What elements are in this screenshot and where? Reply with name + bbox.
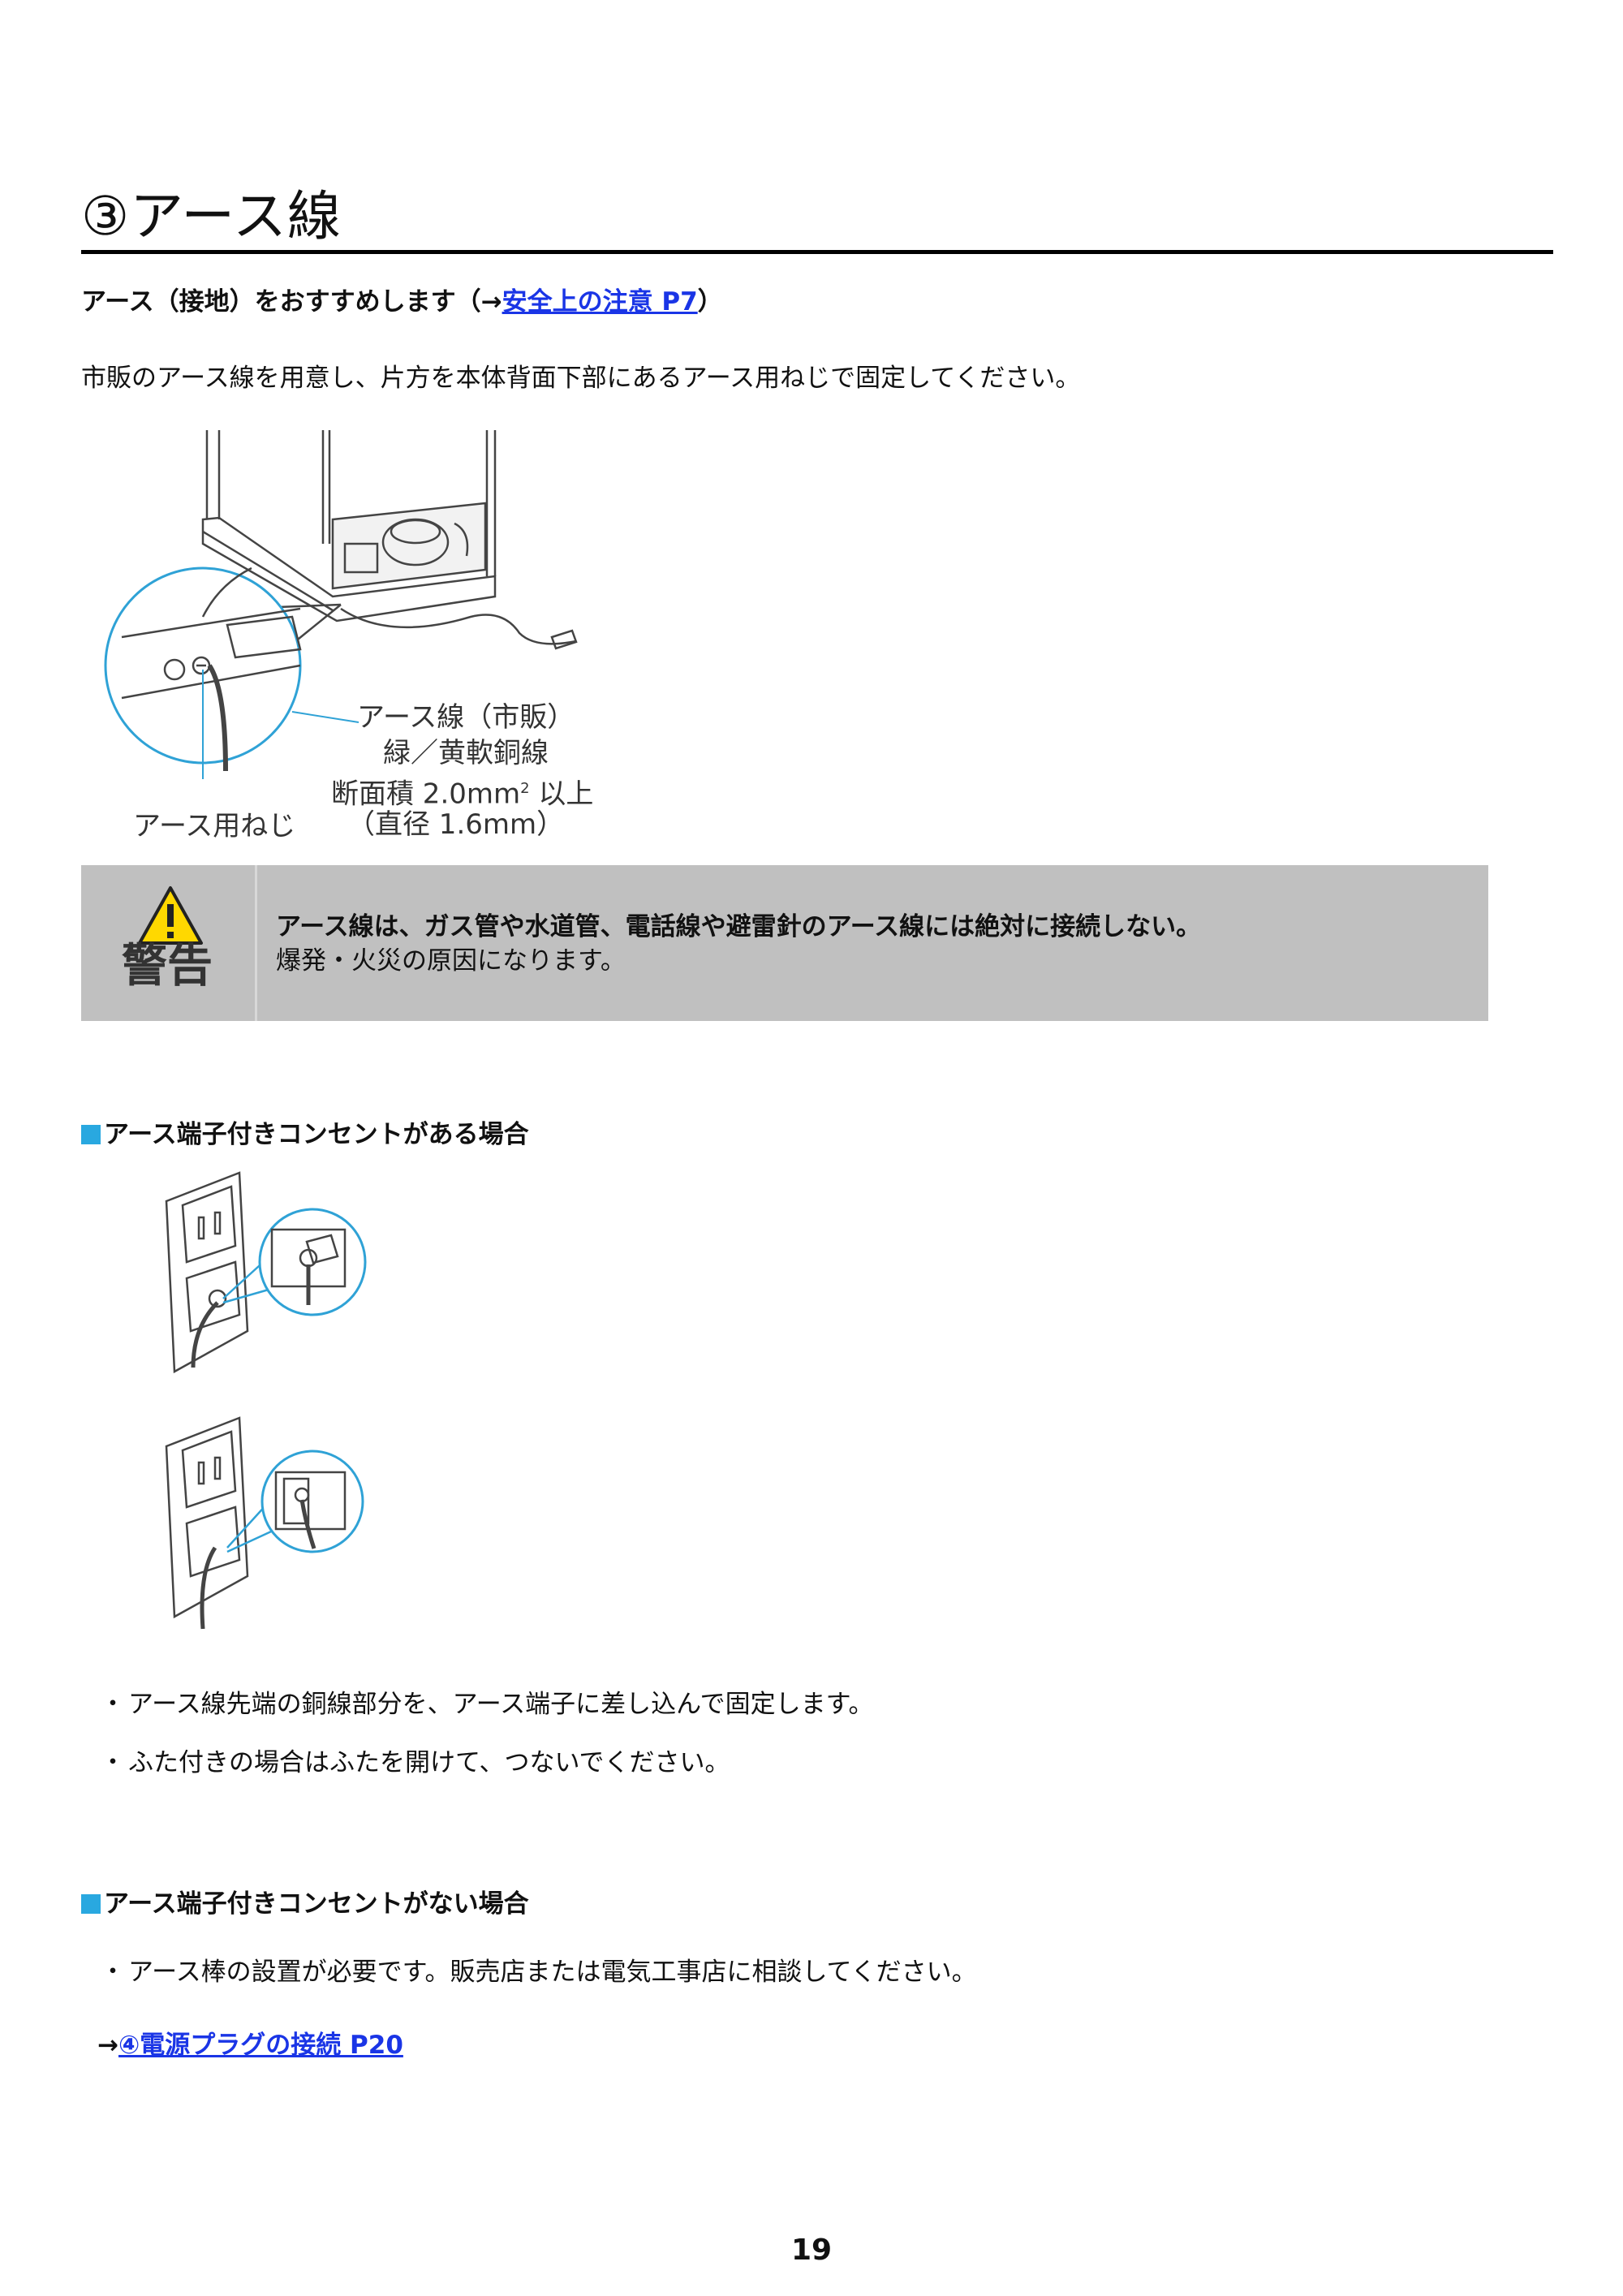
- warning-main-text: アース線は、ガス管や水道管、電話線や避雷針のアース線には絶対に接続しない。: [276, 912, 1202, 941]
- power-plug-link-row: →④電源プラグの接続 P20: [97, 2026, 403, 2065]
- lead-text: アース（接地）をおすすめします（→安全上の注意 P7）: [81, 282, 723, 321]
- warning-divider: [255, 865, 257, 1021]
- diameter-label: （直径 1.6mm）: [347, 808, 565, 841]
- intro-text: 市販のアース線を用意し、片方を本体背面下部にあるアース用ねじで固定してください。: [81, 364, 1081, 393]
- section-square-icon: [81, 1125, 101, 1144]
- outlet-with-cover-terminal-illustration: [165, 1416, 364, 1630]
- list-item: ・ふた付きの場合はふたを開けて、つないでください。: [100, 1748, 730, 1777]
- warning-word: 警告: [122, 940, 213, 993]
- section-square-icon: [81, 1894, 101, 1914]
- page-title: ③アース線: [81, 185, 342, 248]
- lead-suffix: ）: [697, 287, 723, 317]
- wire-type-label: 緑／黄軟銅線: [383, 737, 549, 769]
- earth-screw-label: アース用ねじ: [133, 810, 296, 842]
- warning-triangle-icon: [138, 886, 203, 945]
- safety-precautions-link[interactable]: 安全上の注意 P7: [502, 287, 698, 317]
- title-underline: [81, 250, 1553, 254]
- list-item: ・アース線先端の銅線部分を、アース端子に差し込んで固定します。: [100, 1690, 874, 1719]
- section-heading-without-terminal: アース端子付きコンセントがない場合: [81, 1885, 529, 1923]
- outlet-with-screw-terminal-illustration: [165, 1171, 367, 1374]
- page-number: 19: [790, 2234, 833, 2267]
- arrow-icon: →: [97, 2031, 118, 2060]
- earth-screw-illustration: [104, 430, 578, 779]
- lead-prefix: アース（接地）をおすすめします（→: [81, 287, 502, 317]
- section-heading-with-terminal: アース端子付きコンセントがある場合: [81, 1115, 529, 1154]
- list-item: ・アース棒の設置が必要です。販売店または電気工事店に相談してください。: [100, 1958, 977, 1987]
- earth-wire-label: アース線（市販）: [357, 701, 575, 734]
- power-plug-connection-link[interactable]: ④電源プラグの接続 P20: [118, 2031, 403, 2060]
- cross-section-label: 断面積 2.0mm2 以上: [331, 778, 594, 811]
- warning-box: [81, 865, 1488, 1021]
- warning-sub-text: 爆発・火災の原因になります。: [276, 946, 626, 976]
